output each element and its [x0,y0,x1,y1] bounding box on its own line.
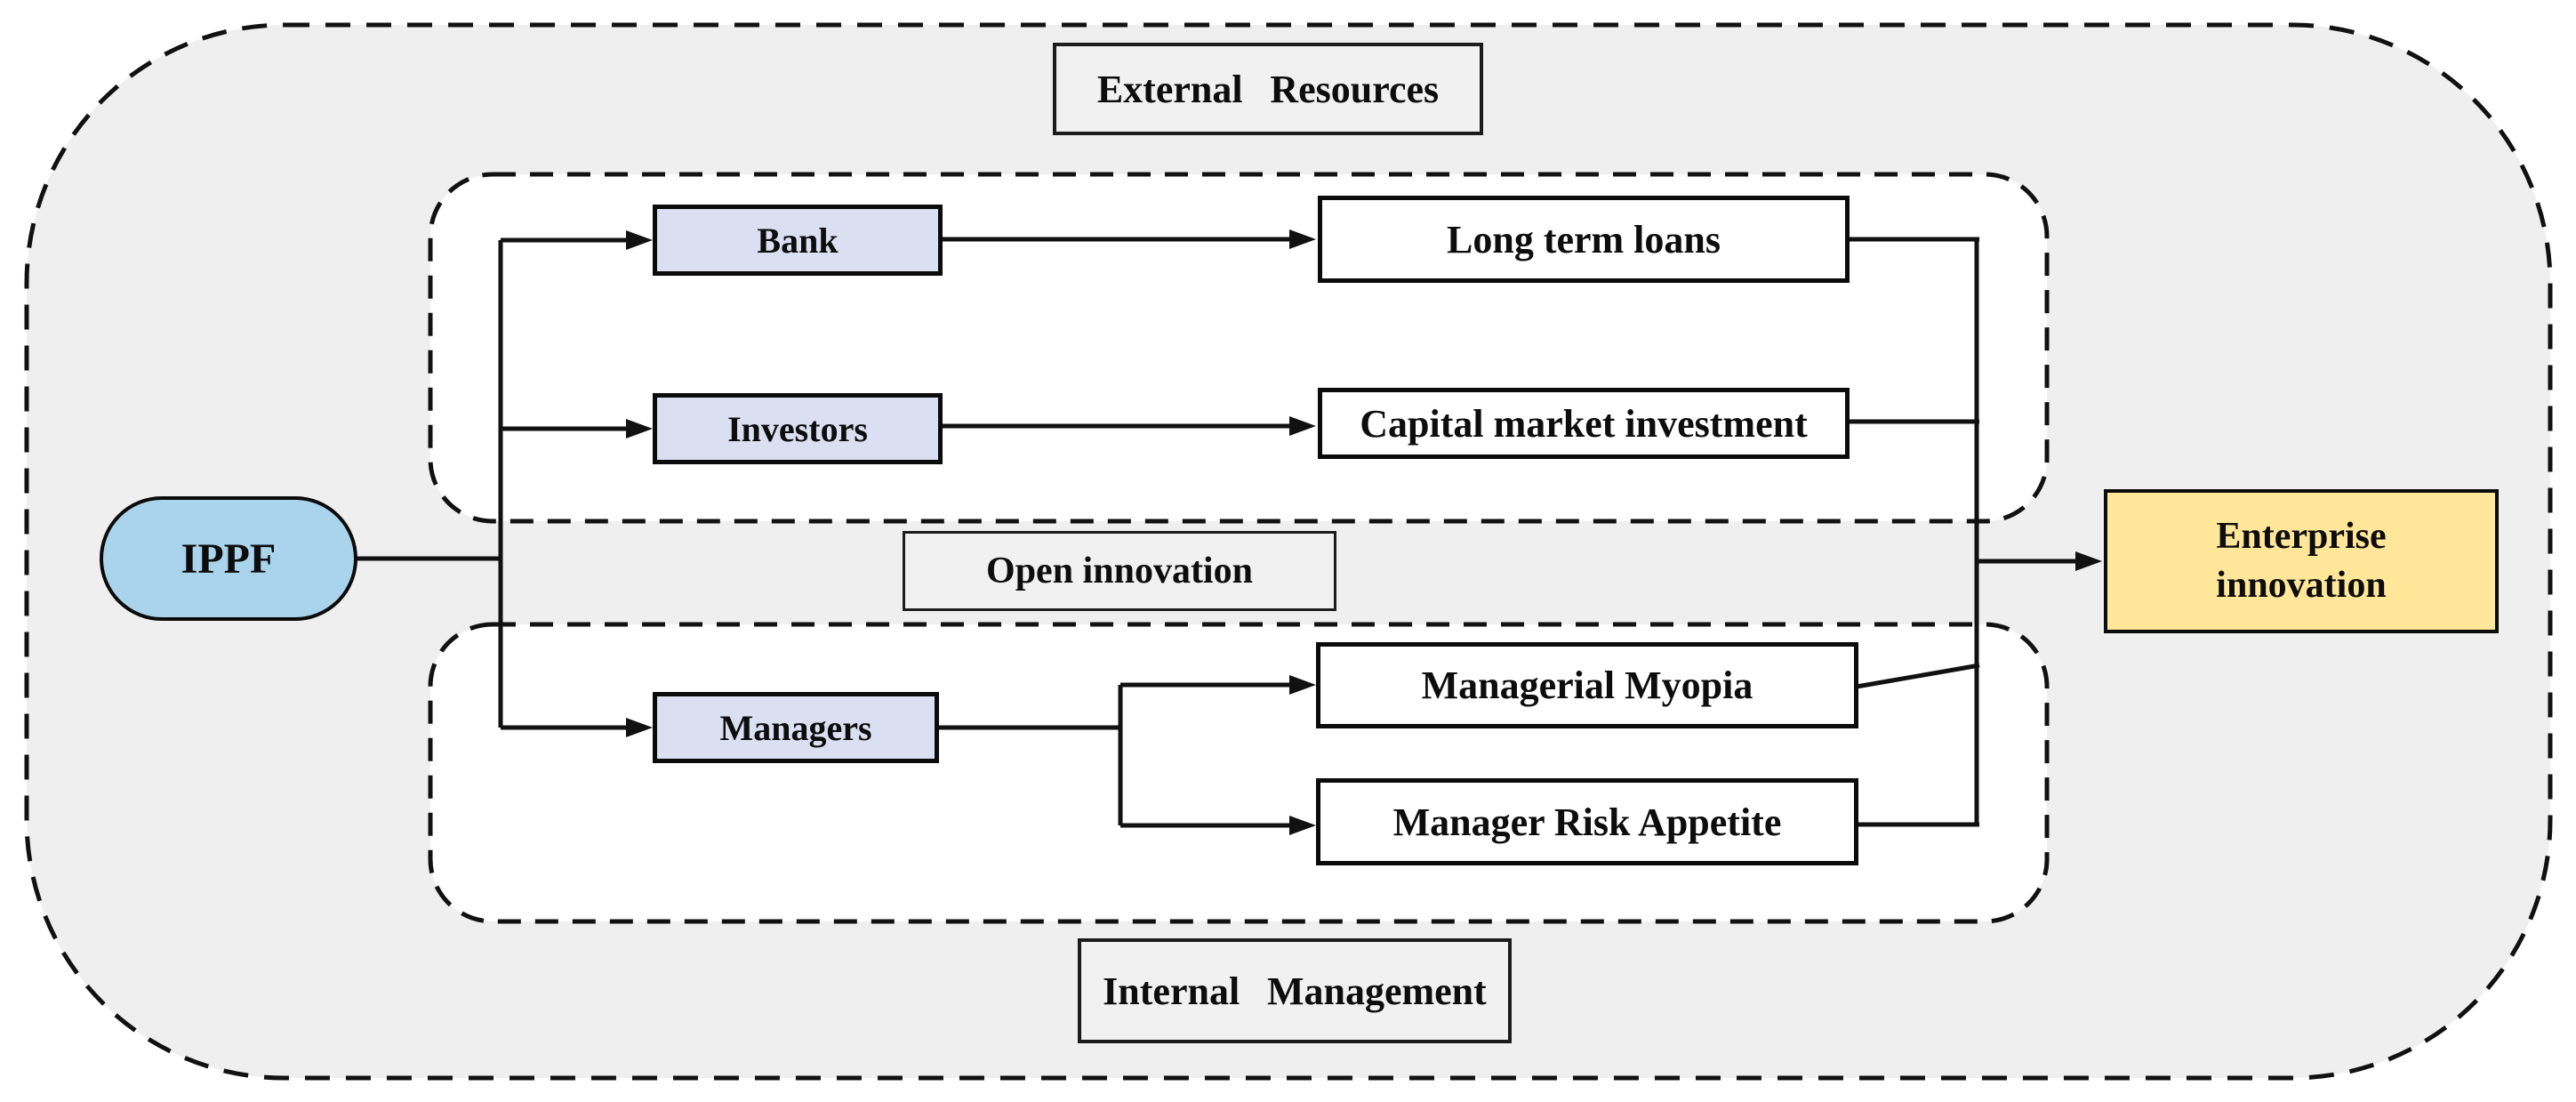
arrowhead-managers [626,718,653,737]
node-manager-risk-appetite: Manager Risk Appetite [1316,778,1858,865]
open-innovation-label: Open innovation [903,531,1336,611]
connector-myopia-collector [1856,663,1980,689]
node-ippf: IPPF [100,496,357,621]
arrowhead-loans [1289,229,1316,249]
node-capital-market-investment: Capital market investment [1318,388,1850,459]
arrowhead-myopia [1289,675,1316,695]
internal-management-label: Internal Management [1078,938,1512,1043]
external-resources-label: External Resources [1053,43,1483,135]
arrowhead-enterprise [2075,551,2102,571]
arrowhead-capital [1289,416,1316,436]
node-enterprise-innovation: Enterprise innovation [2104,489,2499,633]
arrowhead-bank [626,230,653,250]
node-investors: Investors [653,393,943,464]
node-bank: Bank [653,205,943,276]
arrowhead-investors [626,419,653,438]
node-managerial-myopia: Managerial Myopia [1316,642,1858,728]
arrowhead-risk [1289,816,1316,835]
node-long-term-loans: Long term loans [1318,196,1850,283]
node-managers: Managers [653,692,939,763]
